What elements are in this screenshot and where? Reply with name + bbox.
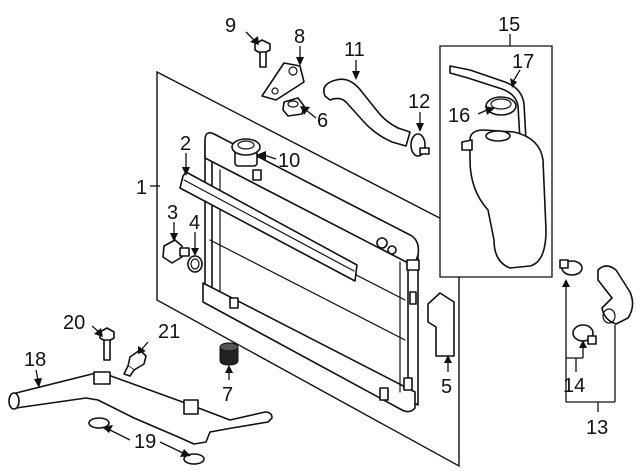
hose-clamp-lower-top (559, 259, 583, 276)
side-bracket (427, 292, 455, 357)
callout-7: 7 (222, 384, 233, 406)
callout-19: 19 (134, 431, 156, 453)
callout-9: 9 (225, 15, 236, 37)
gasket-left (88, 417, 110, 429)
callout-17: 17 (512, 51, 534, 73)
callout-4: 4 (189, 212, 200, 234)
mount-bracket (261, 62, 305, 101)
callout-12: 12 (408, 91, 430, 113)
upper-mount-cushion (282, 97, 305, 117)
hose-clamp-lower-bottom (572, 324, 597, 345)
upper-hose (323, 78, 411, 147)
hose-clamp-upper (410, 133, 430, 157)
callout-10: 10 (278, 150, 300, 172)
callout-6: 6 (317, 110, 328, 132)
water-pipe (11, 371, 273, 445)
callout-5: 5 (441, 376, 452, 398)
callout-8: 8 (294, 26, 305, 48)
pipe-bolt (99, 327, 115, 361)
radiator-core (202, 132, 420, 413)
callout-18: 18 (24, 349, 46, 371)
callout-20: 20 (63, 312, 85, 334)
callout-11: 11 (344, 39, 365, 61)
reservoir-cap (485, 96, 517, 116)
callout-13: 13 (586, 417, 608, 439)
callout-16: 16 (448, 105, 470, 127)
callout-14: 14 (563, 375, 585, 397)
callout-1: 1 (136, 177, 147, 199)
gasket-right (183, 453, 205, 465)
callout-15: 15 (498, 14, 520, 36)
callout-3: 3 (167, 202, 178, 224)
temperature-sensor (123, 349, 147, 377)
reservoir-tank (469, 129, 547, 269)
callout-2: 2 (180, 133, 191, 155)
callout-21: 21 (158, 321, 180, 343)
lower-mount-cushion (219, 342, 239, 366)
drain-plug (162, 239, 190, 264)
leader-lines (34, 31, 616, 457)
